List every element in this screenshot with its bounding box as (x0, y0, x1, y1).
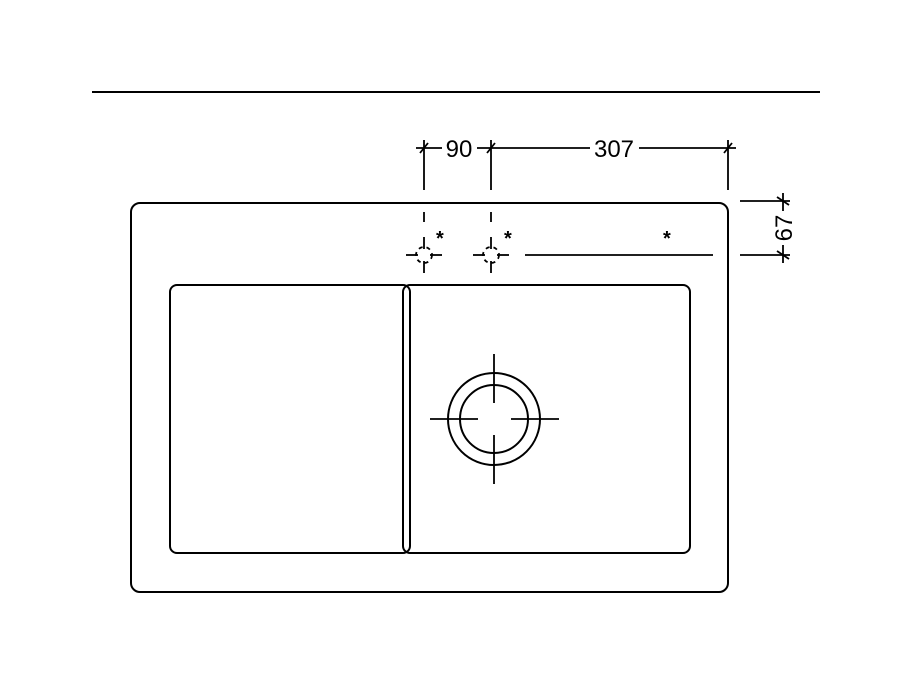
dimension-tap-from-back: 67 (771, 215, 798, 242)
optional-mark: * (504, 228, 512, 250)
tap-hole-marker (473, 140, 509, 273)
dimension-tap-spacing: 90 (446, 136, 473, 163)
drainer-area (169, 284, 411, 554)
dimension-line-vertical (740, 193, 790, 263)
optional-mark: * (663, 228, 671, 250)
tap-hole-marker (406, 140, 442, 273)
bowl (402, 284, 691, 554)
optional-mark: * (436, 228, 444, 250)
dimension-tap-to-edge: 307 (594, 136, 634, 163)
drain-waste-icon (430, 354, 559, 484)
sink-outline (130, 202, 729, 593)
dimension-line-horizontal (416, 140, 736, 190)
